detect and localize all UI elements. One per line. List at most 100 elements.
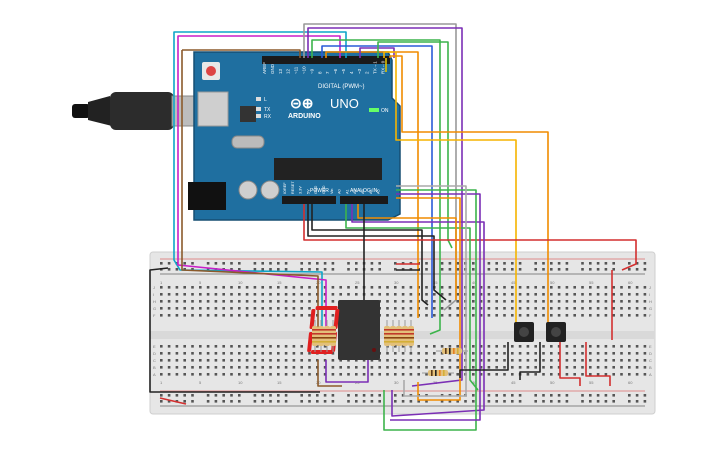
breadboard-hole[interactable] bbox=[456, 373, 459, 376]
breadboard-hole[interactable] bbox=[401, 286, 405, 289]
breadboard-hole[interactable] bbox=[565, 373, 569, 376]
breadboard-hole[interactable] bbox=[175, 352, 179, 355]
breadboard-hole[interactable] bbox=[300, 366, 303, 369]
breadboard-hole[interactable] bbox=[401, 394, 405, 397]
breadboard-hole[interactable] bbox=[596, 293, 600, 296]
breadboard-hole[interactable] bbox=[183, 373, 186, 376]
breadboard-hole[interactable] bbox=[628, 300, 631, 303]
breadboard-hole[interactable] bbox=[222, 262, 225, 265]
breadboard-hole[interactable] bbox=[269, 314, 272, 317]
breadboard-hole[interactable] bbox=[557, 366, 561, 369]
breadboard-hole[interactable] bbox=[230, 345, 233, 348]
breadboard-hole[interactable] bbox=[277, 359, 280, 362]
breadboard-hole[interactable] bbox=[440, 262, 444, 265]
breadboard-hole[interactable] bbox=[167, 268, 171, 271]
breadboard-hole[interactable] bbox=[635, 345, 639, 348]
breadboard-hole[interactable] bbox=[487, 345, 491, 348]
breadboard-hole[interactable] bbox=[308, 286, 311, 289]
breadboard-hole[interactable] bbox=[214, 262, 218, 265]
breadboard-hole[interactable] bbox=[323, 286, 327, 289]
breadboard-hole[interactable] bbox=[526, 286, 530, 289]
breadboard-hole[interactable] bbox=[596, 373, 600, 376]
breadboard-hole[interactable] bbox=[643, 307, 647, 310]
breadboard-hole[interactable] bbox=[183, 345, 186, 348]
breadboard-hole[interactable] bbox=[238, 394, 241, 397]
breadboard-hole[interactable] bbox=[542, 307, 545, 310]
breadboard-hole[interactable] bbox=[495, 366, 498, 369]
breadboard-hole[interactable] bbox=[456, 268, 459, 271]
breadboard-hole[interactable] bbox=[222, 300, 225, 303]
breadboard-hole[interactable] bbox=[409, 366, 413, 369]
breadboard-hole[interactable] bbox=[596, 314, 600, 317]
breadboard-hole[interactable] bbox=[206, 268, 210, 271]
breadboard-hole[interactable] bbox=[222, 286, 225, 289]
breadboard-hole[interactable] bbox=[440, 300, 444, 303]
breadboard-hole[interactable] bbox=[292, 300, 296, 303]
breadboard-hole[interactable] bbox=[456, 286, 459, 289]
breadboard-hole[interactable] bbox=[284, 345, 288, 348]
breadboard-hole[interactable] bbox=[409, 314, 413, 317]
breadboard-hole[interactable] bbox=[292, 352, 296, 355]
breadboard-hole[interactable] bbox=[628, 359, 631, 362]
breadboard-hole[interactable] bbox=[323, 268, 327, 271]
breadboard-hole[interactable] bbox=[534, 307, 537, 310]
breadboard-hole[interactable] bbox=[503, 345, 506, 348]
breadboard-hole[interactable] bbox=[581, 366, 584, 369]
breadboard-hole[interactable] bbox=[277, 268, 280, 271]
breadboard-hole[interactable] bbox=[487, 314, 491, 317]
breadboard-hole[interactable] bbox=[175, 307, 179, 310]
breadboard-hole[interactable] bbox=[557, 262, 561, 265]
breadboard-hole[interactable] bbox=[448, 307, 452, 310]
breadboard-hole[interactable] bbox=[191, 268, 194, 271]
breadboard-hole[interactable] bbox=[300, 286, 303, 289]
breadboard-hole[interactable] bbox=[175, 359, 179, 362]
breadboard-hole[interactable] bbox=[550, 400, 553, 403]
breadboard-hole[interactable] bbox=[417, 373, 420, 376]
breadboard-hole[interactable] bbox=[589, 366, 592, 369]
breadboard-hole[interactable] bbox=[487, 394, 491, 397]
breadboard-hole[interactable] bbox=[206, 400, 210, 403]
button-cap-icon[interactable] bbox=[519, 327, 529, 337]
breadboard-hole[interactable] bbox=[433, 345, 436, 348]
breadboard-hole[interactable] bbox=[277, 262, 280, 265]
breadboard-hole[interactable] bbox=[331, 293, 335, 296]
breadboard-hole[interactable] bbox=[643, 345, 647, 348]
breadboard-hole[interactable] bbox=[323, 366, 327, 369]
breadboard-hole[interactable] bbox=[479, 307, 483, 310]
breadboard-hole[interactable] bbox=[542, 400, 545, 403]
breadboard-hole[interactable] bbox=[386, 293, 389, 296]
breadboard-hole[interactable] bbox=[448, 293, 452, 296]
breadboard-hole[interactable] bbox=[534, 394, 537, 397]
breadboard-hole[interactable] bbox=[308, 366, 311, 369]
breadboard-hole[interactable] bbox=[238, 293, 241, 296]
breadboard-hole[interactable] bbox=[238, 268, 241, 271]
breadboard-hole[interactable] bbox=[323, 314, 327, 317]
breadboard-hole[interactable] bbox=[511, 373, 514, 376]
breadboard-hole[interactable] bbox=[550, 262, 553, 265]
breadboard-hole[interactable] bbox=[589, 307, 592, 310]
breadboard-hole[interactable] bbox=[292, 307, 296, 310]
breadboard-hole[interactable] bbox=[557, 394, 561, 397]
breadboard-hole[interactable] bbox=[308, 262, 311, 265]
breadboard-hole[interactable] bbox=[167, 286, 171, 289]
breadboard-hole[interactable] bbox=[230, 300, 233, 303]
breadboard-hole[interactable] bbox=[628, 268, 631, 271]
breadboard-hole[interactable] bbox=[230, 400, 233, 403]
breadboard-hole[interactable] bbox=[557, 352, 561, 355]
breadboard-hole[interactable] bbox=[183, 352, 186, 355]
breadboard-hole[interactable] bbox=[261, 400, 264, 403]
breadboard-hole[interactable] bbox=[604, 307, 608, 310]
breadboard-hole[interactable] bbox=[518, 400, 522, 403]
breadboard-hole[interactable] bbox=[612, 286, 615, 289]
breadboard-hole[interactable] bbox=[612, 268, 615, 271]
breadboard-hole[interactable] bbox=[316, 262, 319, 265]
breadboard-hole[interactable] bbox=[628, 400, 631, 403]
breadboard-hole[interactable] bbox=[526, 345, 530, 348]
wires[interactable] bbox=[149, 23, 637, 431]
breadboard-hole[interactable] bbox=[386, 359, 389, 362]
breadboard-hole[interactable] bbox=[160, 300, 163, 303]
breadboard-hole[interactable] bbox=[316, 394, 319, 397]
breadboard-hole[interactable] bbox=[557, 307, 561, 310]
breadboard-hole[interactable] bbox=[300, 293, 303, 296]
breadboard-hole[interactable] bbox=[409, 359, 413, 362]
